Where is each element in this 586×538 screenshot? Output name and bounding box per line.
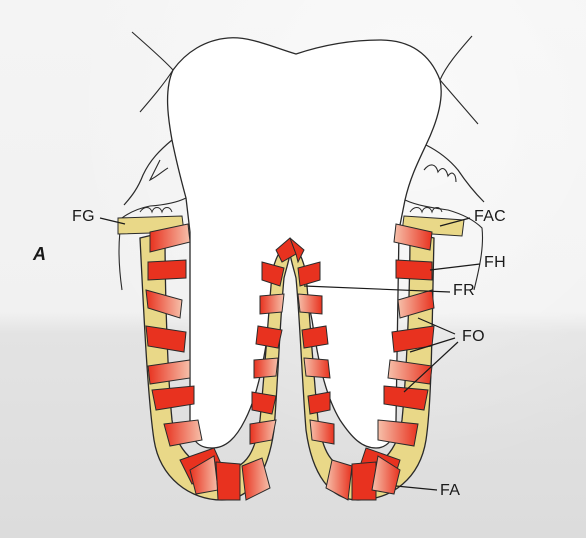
- fiber-left-outer: [152, 386, 194, 410]
- fiber-left-inner: [260, 294, 284, 314]
- label-fh: FH: [484, 254, 506, 272]
- fiber-left-inner: [254, 358, 278, 378]
- upper-right-line: [440, 36, 478, 124]
- gingiva-right: [426, 145, 484, 202]
- gingiva-left: [124, 140, 172, 205]
- fiber-right-inner: [310, 420, 334, 444]
- leader-fa: [396, 486, 437, 490]
- fiber-right-inner: [308, 392, 330, 414]
- fiber-left-outer: [148, 260, 186, 280]
- upper-left-line: [132, 32, 173, 112]
- fiber-right-inner: [298, 294, 322, 314]
- gingiva-right-inner: [424, 165, 456, 182]
- label-fa: FA: [440, 482, 460, 500]
- leader-fh: [430, 264, 480, 270]
- fiber-right-inner: [302, 326, 328, 348]
- left-scallops: [140, 208, 172, 213]
- panel-letter: A: [33, 244, 46, 265]
- fiber-apical-left: [216, 462, 240, 500]
- gingiva-left-inner: [150, 160, 168, 180]
- label-fo: FO: [462, 328, 485, 346]
- label-fr: FR: [453, 282, 475, 300]
- label-fac: FAC: [474, 208, 506, 226]
- fiber-left-inner: [250, 420, 276, 444]
- fiber-right-inner: [304, 358, 330, 378]
- fiber-apical-right: [352, 462, 376, 500]
- label-fg: FG: [72, 208, 95, 226]
- fiber-left-inner: [256, 326, 282, 348]
- fiber-left-inner: [252, 392, 276, 414]
- fiber-right-outer: [396, 260, 432, 280]
